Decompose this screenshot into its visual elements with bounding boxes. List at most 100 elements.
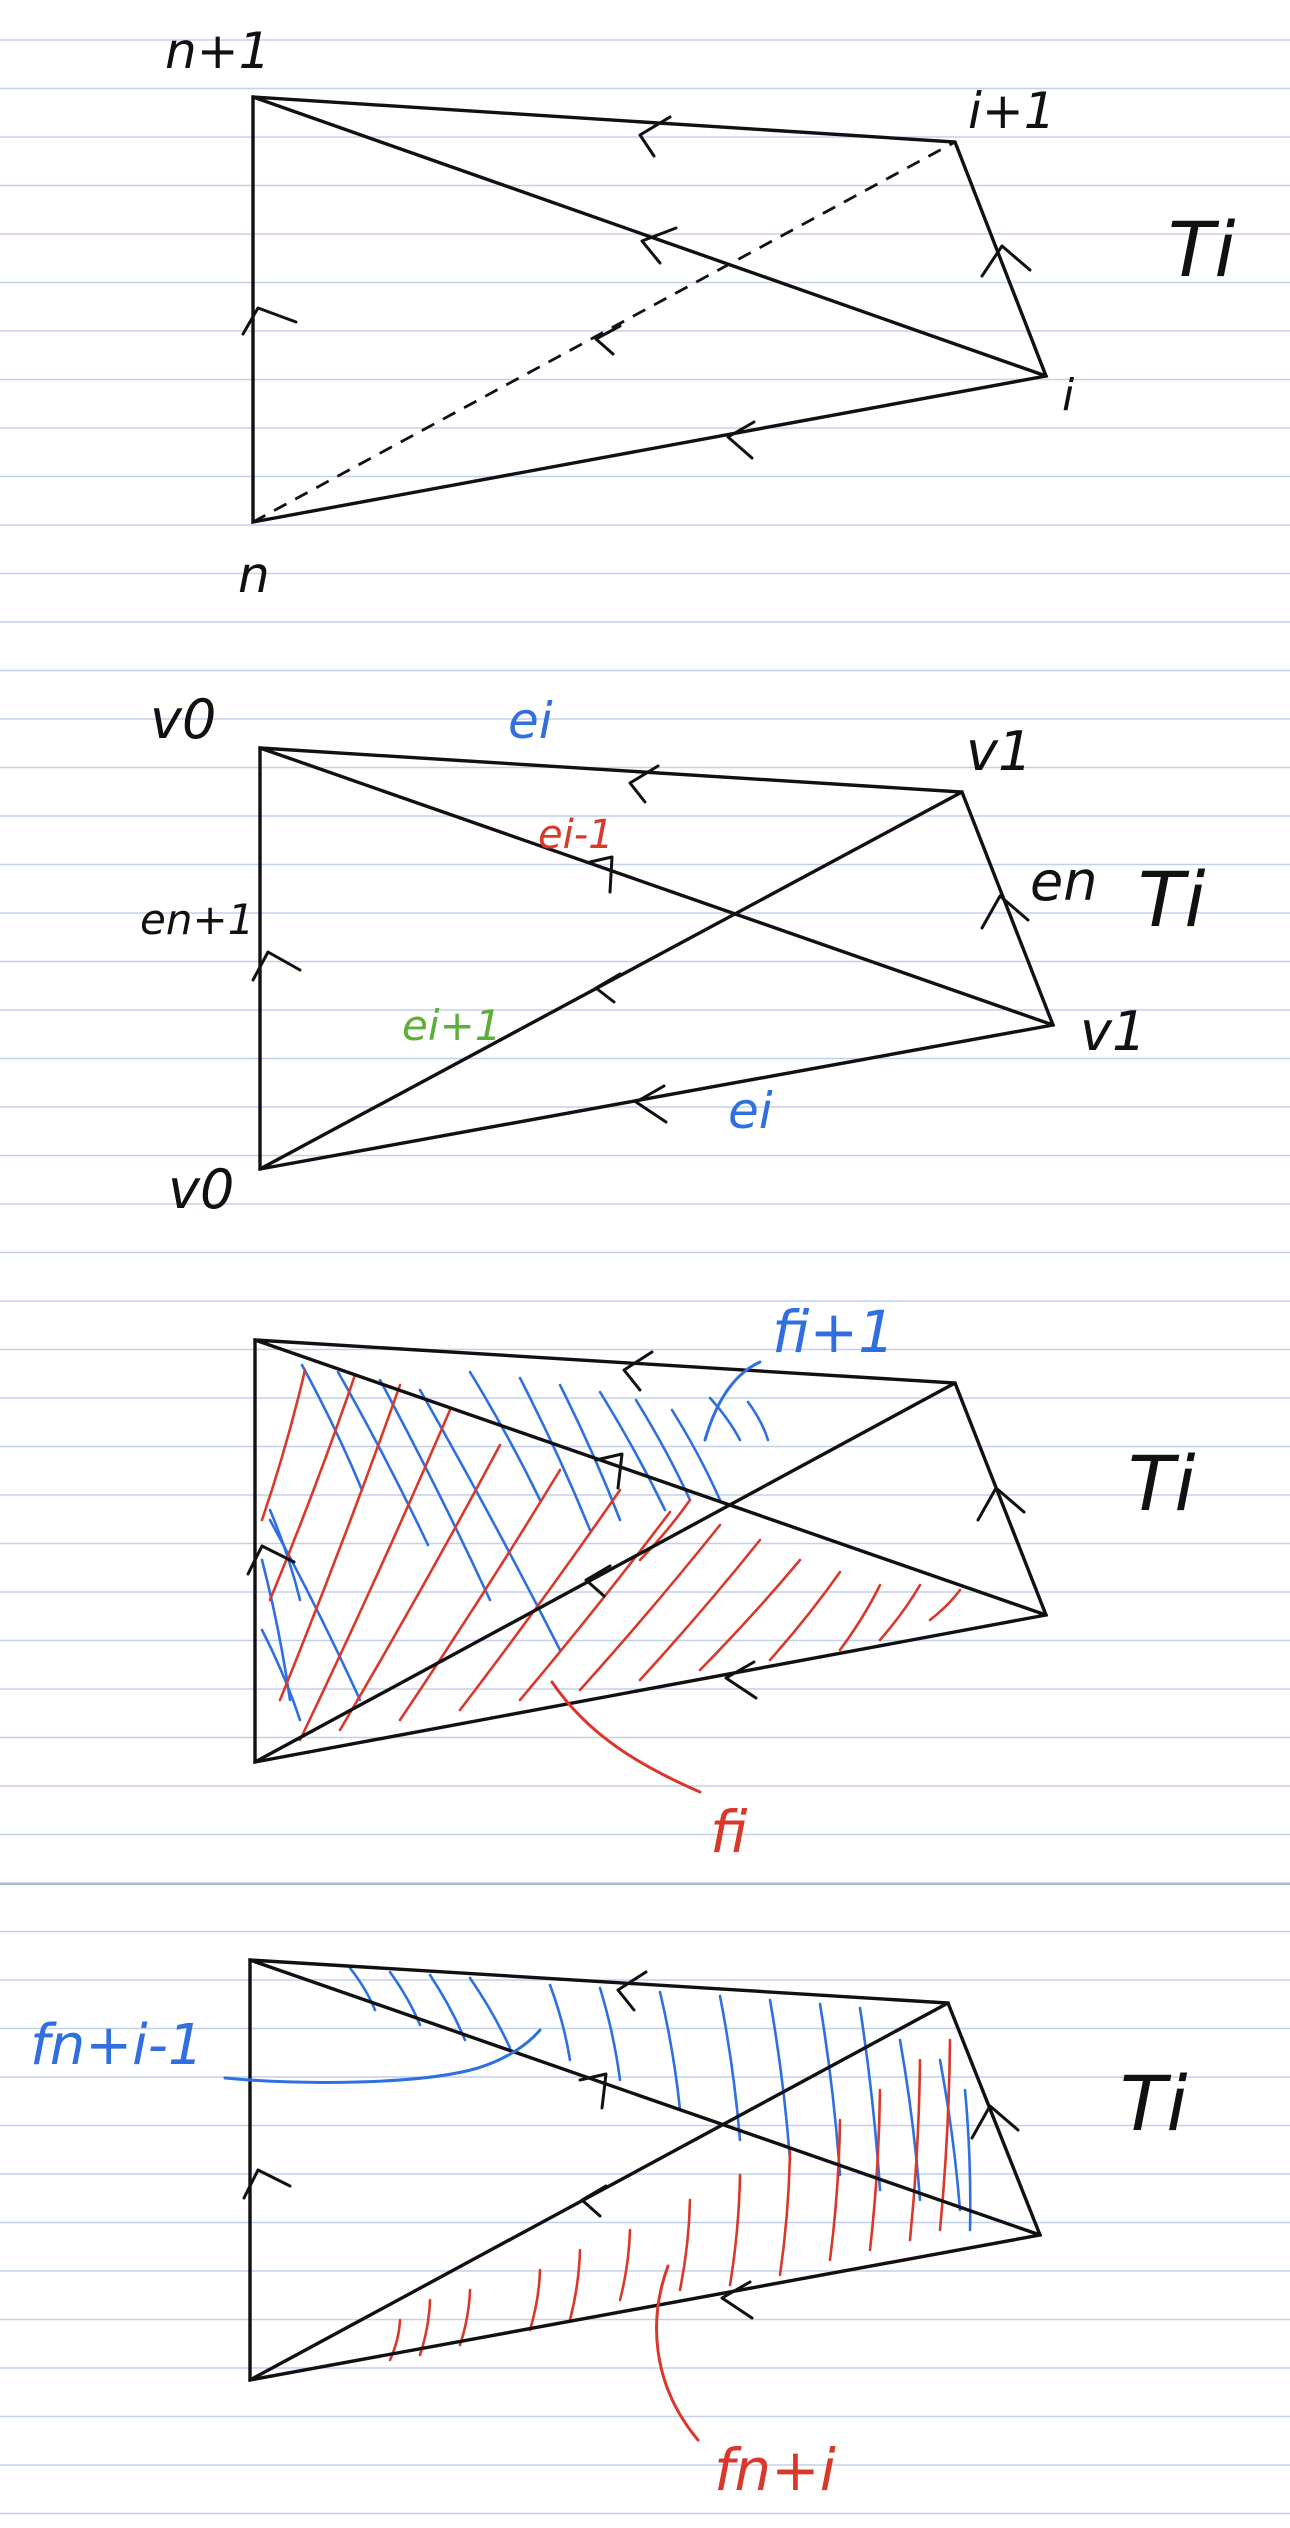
arrow-mark [720, 2280, 754, 2320]
hatch-stroke [548, 1983, 572, 2062]
panel-4-face-shading [348, 1966, 972, 2362]
arrow-mark [578, 2072, 608, 2110]
hatch-stroke [938, 2058, 962, 2212]
hatch-stroke [338, 1443, 502, 1732]
edge-label-bottom: ei [728, 1082, 773, 1140]
hatch-stroke [638, 1538, 762, 1682]
hatch-stroke [963, 2088, 972, 2232]
panel-4: fn+i-1 fn+i Ti [30, 1958, 1188, 2504]
panel-3-face-shading [260, 1363, 962, 1742]
hatch-stroke [868, 2088, 882, 2252]
hatch-stroke [468, 1976, 512, 2050]
hatch-stroke [268, 1373, 357, 1602]
face-label-leader-red [550, 1680, 702, 1794]
hatch-stroke [768, 1998, 792, 2162]
arrow-mark [634, 1084, 668, 1124]
arrow-mark [980, 894, 1030, 930]
hatch-stroke [568, 2248, 582, 2322]
hatch-stroke [828, 2118, 842, 2262]
face-label-leader-blue [223, 2028, 542, 2084]
hatch-stroke [938, 2038, 952, 2232]
hatch-stroke [558, 1383, 622, 1522]
hatch-stroke [718, 1994, 742, 2142]
face-label-leader-red [655, 2264, 700, 2442]
panel-2-arrow-marks [251, 764, 1030, 1124]
hatch-stroke [728, 2173, 742, 2287]
hatch-stroke [878, 1583, 922, 1642]
vertex-label-bottom-right: v1 [1080, 1000, 1146, 1063]
hatch-stroke [618, 2228, 632, 2302]
arrow-mark [594, 324, 622, 356]
hatch-stroke [260, 1628, 302, 1722]
tetrahedron-label: Ti [1128, 1439, 1196, 1528]
hatch-stroke [638, 1498, 692, 1562]
arrow-mark [594, 1452, 624, 1490]
arrow-mark [251, 950, 302, 982]
tetrahedron-label: Ti [1120, 2059, 1188, 2148]
hatch-stroke [858, 2006, 882, 2192]
vertex-label-top-right: v1 [966, 720, 1032, 783]
notebook-ruled-lines [0, 39, 1290, 2515]
arrow-mark [640, 226, 678, 265]
hatch-stroke [598, 1390, 667, 1512]
arrow-mark [242, 2168, 292, 2200]
face-label-red: fn+i [714, 2436, 836, 2504]
hatch-stroke [458, 2288, 472, 2347]
hatch-stroke [468, 1370, 542, 1502]
hatch-stroke [300, 1363, 364, 1492]
hatch-stroke [278, 1383, 402, 1702]
hatch-stroke [388, 1970, 422, 2027]
hatch-stroke [670, 1408, 722, 1502]
hatch-stroke [778, 2148, 792, 2277]
hatch-stroke [458, 1488, 622, 1712]
hatch-stroke [528, 2268, 542, 2332]
panel-3-arrow-marks [246, 1350, 1026, 1700]
arrow-mark [580, 2184, 608, 2218]
hatch-stroke [378, 1378, 492, 1602]
hatch-stroke [388, 2318, 402, 2362]
vertex-label-top-right: i+1 [968, 82, 1056, 140]
hatch-stroke [298, 1408, 452, 1742]
panel-1-diagonal-solid [251, 95, 1048, 378]
panel-3: fi+1 fi Ti [246, 1298, 1196, 1866]
vertex-label-bottom-left: v0 [168, 1158, 234, 1221]
panel-1-outline [251, 95, 1049, 525]
face-label-red: fi [710, 1798, 748, 1866]
hatch-stroke [818, 2002, 842, 2177]
hatch-stroke [348, 1966, 377, 2012]
arrow-mark [980, 244, 1032, 278]
arrow-mark [594, 972, 622, 1004]
panel-4-arrow-marks [242, 1970, 1020, 2320]
panel-1-arrow-marks [241, 115, 1032, 460]
arrow-mark [726, 420, 756, 460]
arrow-mark [241, 306, 298, 336]
arrow-mark [976, 1486, 1026, 1522]
tetrahedron-label: Ti [1168, 205, 1236, 294]
panel-3-diagonal-tl-br [253, 1338, 1048, 1617]
edge-label-diagonal-tl-br: ei-1 [538, 812, 614, 858]
hatch-stroke [898, 2038, 922, 2202]
panel-3-diagonal-bl-tr [253, 1381, 957, 1764]
hatch-stroke [908, 2058, 922, 2242]
arrow-mark [616, 1970, 648, 2012]
hatch-stroke [518, 1510, 672, 1702]
face-label-leader-blue [703, 1360, 762, 1442]
arrow-mark [970, 2104, 1020, 2140]
hatch-stroke [418, 1388, 562, 1652]
arrow-mark [638, 115, 672, 158]
arrow-mark [724, 1660, 758, 1700]
hatch-stroke [928, 1588, 962, 1622]
tetrahedron-label: Ti [1138, 855, 1206, 944]
vertex-label-top-left: n+1 [165, 22, 270, 80]
arrow-mark [588, 855, 614, 894]
face-label-blue: fi+1 [772, 1298, 895, 1366]
hatch-stroke [598, 1986, 622, 2082]
face-label-blue: fn+i-1 [30, 2013, 204, 2078]
panel-1: n+1 i+1 i n Ti [165, 22, 1236, 604]
hatch-stroke [768, 1570, 842, 1662]
hatch-stroke [260, 1368, 307, 1522]
edge-label-diagonal-bl-tr: ei+1 [402, 1001, 501, 1050]
hatch-stroke [708, 1396, 742, 1442]
vertex-label-top-left: v0 [150, 688, 216, 751]
